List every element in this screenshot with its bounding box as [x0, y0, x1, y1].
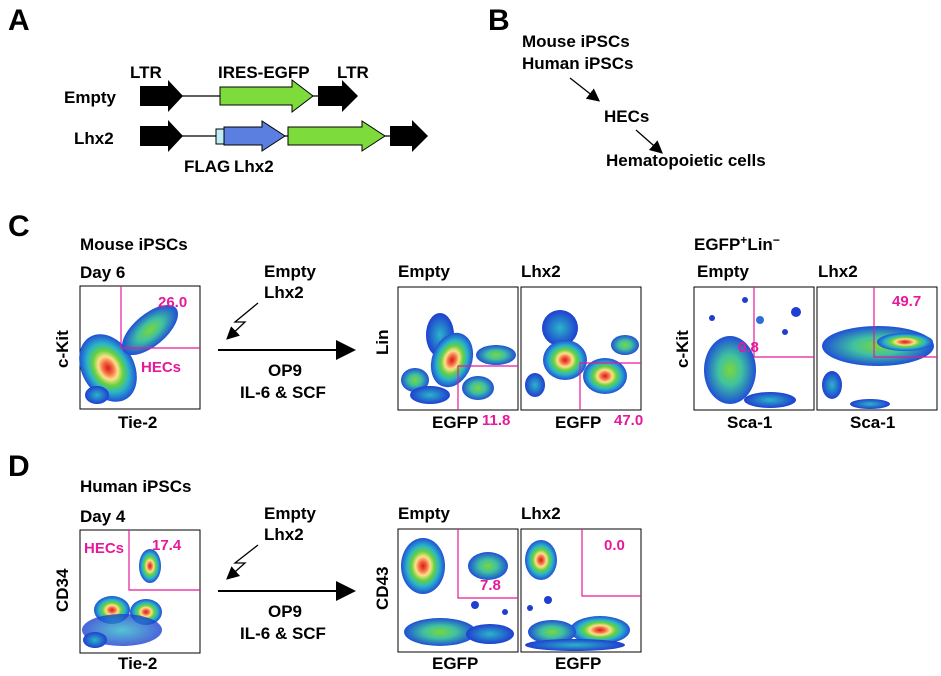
mouse-ipsc-text: Mouse iPSCs	[522, 32, 630, 51]
infection-arrow	[226, 302, 259, 340]
sca-empty-title: Empty	[697, 262, 750, 281]
transduction-empty: Empty	[264, 262, 317, 281]
arrow-to-hematopoietic	[635, 129, 663, 154]
cd43-y-label: CD43	[373, 567, 392, 610]
y-axis-label: CD34	[53, 568, 72, 612]
flag-label: FLAG	[184, 157, 230, 176]
lin-empty-value: 11.8	[482, 412, 510, 429]
panel-letter-c: C	[8, 210, 30, 243]
lhx2-gene-label: Lhx2	[234, 157, 274, 176]
lin-lhx2-x-label: EGFP	[555, 413, 601, 432]
gate-line	[457, 365, 518, 410]
panel-d-day: Day 4	[80, 507, 126, 526]
sca-lhx2-x-label: Sca-1	[850, 413, 895, 432]
sca-ckit-plot-empty	[693, 286, 815, 411]
gate-value: 17.4	[152, 537, 182, 554]
panel-letter-d: D	[8, 450, 30, 483]
hecs-gate-label: HECs	[84, 540, 124, 557]
cd43-egfp-plot-empty	[397, 528, 519, 653]
cd43-empty-value: 7.8	[480, 577, 501, 594]
lin-egfp-plot-empty	[397, 286, 519, 411]
infection-arrow	[226, 544, 259, 580]
gate-line	[581, 529, 641, 597]
gate-line	[873, 287, 937, 358]
sca-empty-value: 0.8	[738, 339, 759, 356]
culture-op9: OP9	[268, 361, 302, 380]
empty-construct	[140, 78, 358, 114]
mouse-tie2-ckit-plot	[79, 285, 201, 410]
sca-lhx2-value: 49.7	[892, 293, 921, 310]
egfp-arrow	[219, 78, 314, 114]
panel-c-title: Mouse iPSCs	[80, 235, 188, 254]
ltr-right-label: LTR	[337, 63, 369, 82]
gate-line	[753, 287, 814, 358]
lin-egfp-plot-lhx2	[520, 286, 642, 411]
ltr-left-label: LTR	[130, 63, 162, 82]
sca-header: EGFP+Lin−	[694, 233, 780, 254]
gate-line	[579, 362, 641, 410]
sca-y-label: c-Kit	[673, 330, 692, 368]
lhx2-gene-arrow	[223, 120, 286, 152]
sca-empty-x-label: Sca-1	[727, 413, 772, 432]
arrow-to-hecs	[569, 77, 601, 102]
lhx2-construct	[140, 120, 428, 152]
cd43-empty-x-label: EGFP	[432, 654, 478, 671]
transduction-lhx2: Lhx2	[264, 283, 304, 302]
transduction-lhx2: Lhx2	[264, 525, 304, 544]
egfp-arrow-2	[287, 120, 386, 152]
human-tie2-cd34-plot	[79, 529, 201, 654]
ltr-arrow-right	[318, 80, 358, 112]
ltr-arrow-left	[140, 80, 183, 112]
lhx2-construct-label: Lhx2	[74, 129, 114, 148]
lin-empty-title: Empty	[398, 262, 451, 281]
panel-letter-a: A	[8, 4, 30, 37]
empty-construct-label: Empty	[64, 88, 117, 107]
cd43-egfp-plot-lhx2	[520, 528, 642, 653]
lin-lhx2-title: Lhx2	[521, 262, 561, 281]
ltr-arrow-left-2	[140, 120, 183, 152]
hecs-text: HECs	[604, 107, 649, 126]
gate-line	[128, 530, 200, 591]
flag-tag	[215, 128, 225, 145]
human-ipsc-text: Human iPSCs	[522, 54, 633, 73]
transduction-empty: Empty	[264, 504, 317, 523]
x-axis-label: Tie-2	[118, 413, 157, 432]
hematopoietic-text: Hematopoietic cells	[606, 151, 766, 170]
culture-op9: OP9	[268, 602, 302, 621]
cd43-lhx2-value: 0.0	[604, 537, 625, 554]
lin-y-label: Lin	[373, 330, 392, 356]
culture-cytokines: IL-6 & SCF	[240, 624, 326, 643]
hecs-gate-label: HECs	[141, 359, 181, 376]
ires-egfp-label: IRES-EGFP	[218, 63, 310, 82]
x-axis-label: Tie-2	[118, 654, 157, 671]
cd43-lhx2-title: Lhx2	[521, 504, 561, 523]
cd43-empty-title: Empty	[398, 504, 451, 523]
culture-cytokines: IL-6 & SCF	[240, 383, 326, 402]
sca-lhx2-title: Lhx2	[818, 262, 858, 281]
gate-value: 26.0	[158, 294, 187, 311]
cd43-lhx2-x-label: EGFP	[555, 654, 601, 671]
gate-line	[457, 529, 518, 599]
y-axis-label: c-Kit	[53, 330, 72, 368]
sca-ckit-plot-lhx2	[816, 286, 938, 411]
ltr-arrow-right-2	[390, 120, 428, 152]
lin-lhx2-value: 47.0	[614, 412, 643, 429]
panel-letter-b: B	[488, 4, 510, 37]
panel-d-title: Human iPSCs	[80, 477, 191, 496]
lin-empty-x-label: EGFP	[432, 413, 478, 432]
panel-c-day: Day 6	[80, 263, 125, 282]
